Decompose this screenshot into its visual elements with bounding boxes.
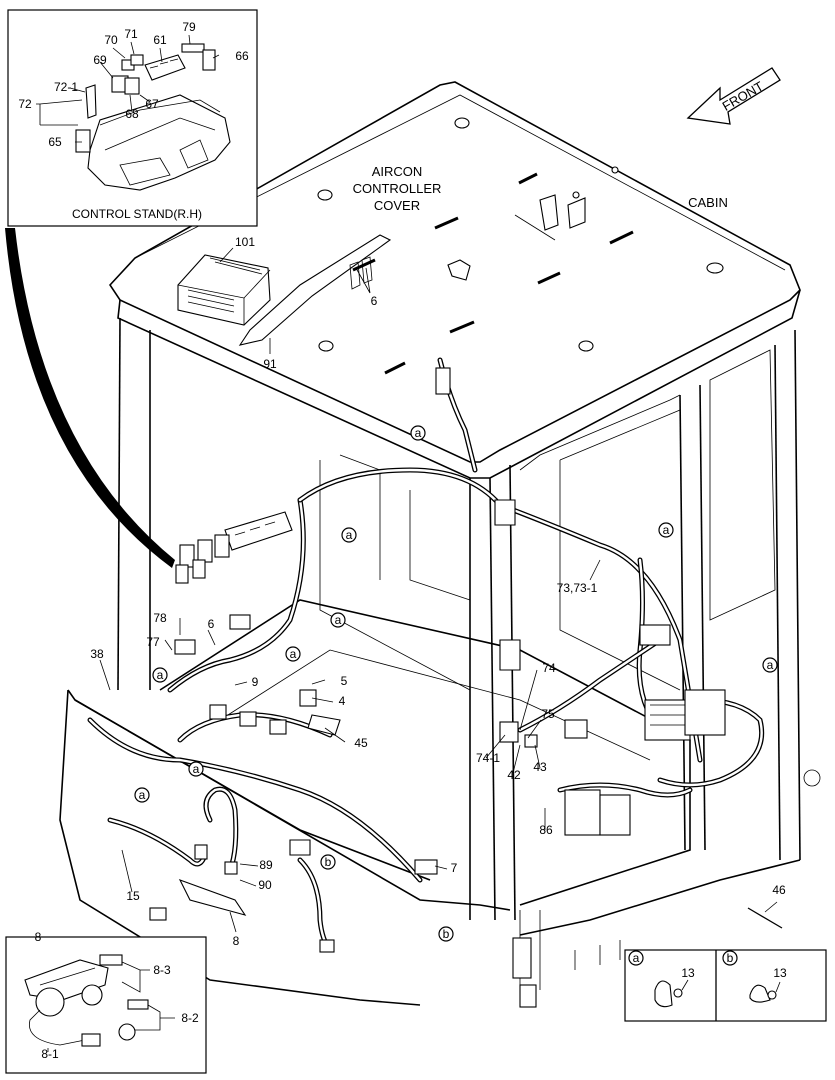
label-90: 90 xyxy=(258,878,272,892)
inset-label-70: 70 xyxy=(104,33,118,47)
inset-label-67: 67 xyxy=(145,97,159,111)
aircon-label-1: AIRCON xyxy=(372,164,423,179)
front-arrow: FRONT xyxy=(686,67,781,125)
callout-b-1: b xyxy=(325,855,332,869)
label-45: 45 xyxy=(354,736,368,750)
controller-101 xyxy=(177,254,271,326)
inset-label-65: 65 xyxy=(48,135,62,149)
label-78: 78 xyxy=(153,611,167,625)
pedal-inset-title: 8 xyxy=(35,930,42,944)
label-9: 9 xyxy=(252,675,259,689)
pedal-label-8-1: 8-1 xyxy=(41,1047,59,1061)
clamp-b-part: 13 xyxy=(773,966,787,980)
label-4: 4 xyxy=(339,694,346,708)
callout-a-7: a xyxy=(139,788,146,802)
label-91: 91 xyxy=(263,357,277,371)
callout-a-9: a xyxy=(767,658,774,672)
label-43: 43 xyxy=(533,760,547,774)
callout-a-5: a xyxy=(157,668,164,682)
label-8: 8 xyxy=(233,934,240,948)
inset-label-79: 79 xyxy=(182,20,196,34)
part-labels: 101 6 91 73,73-1 78 6 77 38 9 5 4 45 74 … xyxy=(90,235,786,948)
inset-label-72-1: 72-1 xyxy=(54,80,78,94)
cabin-label: CABIN xyxy=(688,195,728,210)
callout-a-3: a xyxy=(335,613,342,627)
callout-letters: a a a a a a a a a b b xyxy=(139,426,774,941)
inset-clamps: a b 13 13 xyxy=(624,949,827,1022)
label-38: 38 xyxy=(90,647,104,661)
pedal-label-8-2: 8-2 xyxy=(181,1011,199,1025)
label-6-roof: 6 xyxy=(371,294,378,308)
label-74: 74 xyxy=(542,661,556,675)
roof-fixtures xyxy=(238,117,724,375)
label-73: 73,73-1 xyxy=(557,581,598,595)
inset-label-69: 69 xyxy=(93,53,107,67)
callout-a-6: a xyxy=(193,762,200,776)
leader-lines xyxy=(99,247,783,933)
pedal-label-8-3: 8-3 xyxy=(153,963,171,977)
label-42: 42 xyxy=(507,768,521,782)
label-74-1: 74-1 xyxy=(476,751,500,765)
inset-label-72: 72 xyxy=(18,97,32,111)
label-86: 86 xyxy=(539,823,553,837)
front-label: FRONT xyxy=(720,78,766,113)
callout-a-4: a xyxy=(290,647,297,661)
label-75: 75 xyxy=(541,707,555,721)
clamp-key-a: a xyxy=(633,951,640,965)
inset-label-71: 71 xyxy=(124,27,138,41)
callout-a-2: a xyxy=(346,528,353,542)
cabin-frame xyxy=(59,81,821,1008)
callout-a-8: a xyxy=(663,523,670,537)
callout-b-2: b xyxy=(443,927,450,941)
cab-texts: AIRCON CONTROLLER COVER CABIN xyxy=(353,164,728,213)
label-77: 77 xyxy=(146,635,160,649)
aircon-label-2: CONTROLLER xyxy=(353,181,442,196)
inset-label-66: 66 xyxy=(235,49,249,63)
label-5: 5 xyxy=(341,674,348,688)
label-46: 46 xyxy=(772,883,786,897)
label-89: 89 xyxy=(259,858,273,872)
inset-label-68: 68 xyxy=(125,107,139,121)
connectors xyxy=(149,367,726,953)
label-15: 15 xyxy=(126,889,140,903)
inset-title: CONTROL STAND(R.H) xyxy=(72,207,202,221)
inset-control-stand: 70 71 61 79 69 66 72-1 72 68 67 65 CONTR… xyxy=(7,9,258,227)
callout-circles xyxy=(134,425,778,942)
aircon-label-3: COVER xyxy=(374,198,420,213)
label-101: 101 xyxy=(235,235,255,249)
callout-a-1: a xyxy=(415,426,422,440)
inset-pedal: 8 8-3 8-2 8-1 xyxy=(5,930,207,1074)
label-7: 7 xyxy=(451,861,458,875)
clamp-a-part: 13 xyxy=(681,966,695,980)
label-6-dash: 6 xyxy=(208,617,215,631)
inset-label-61: 61 xyxy=(153,33,167,47)
clamp-key-b: b xyxy=(727,951,734,965)
